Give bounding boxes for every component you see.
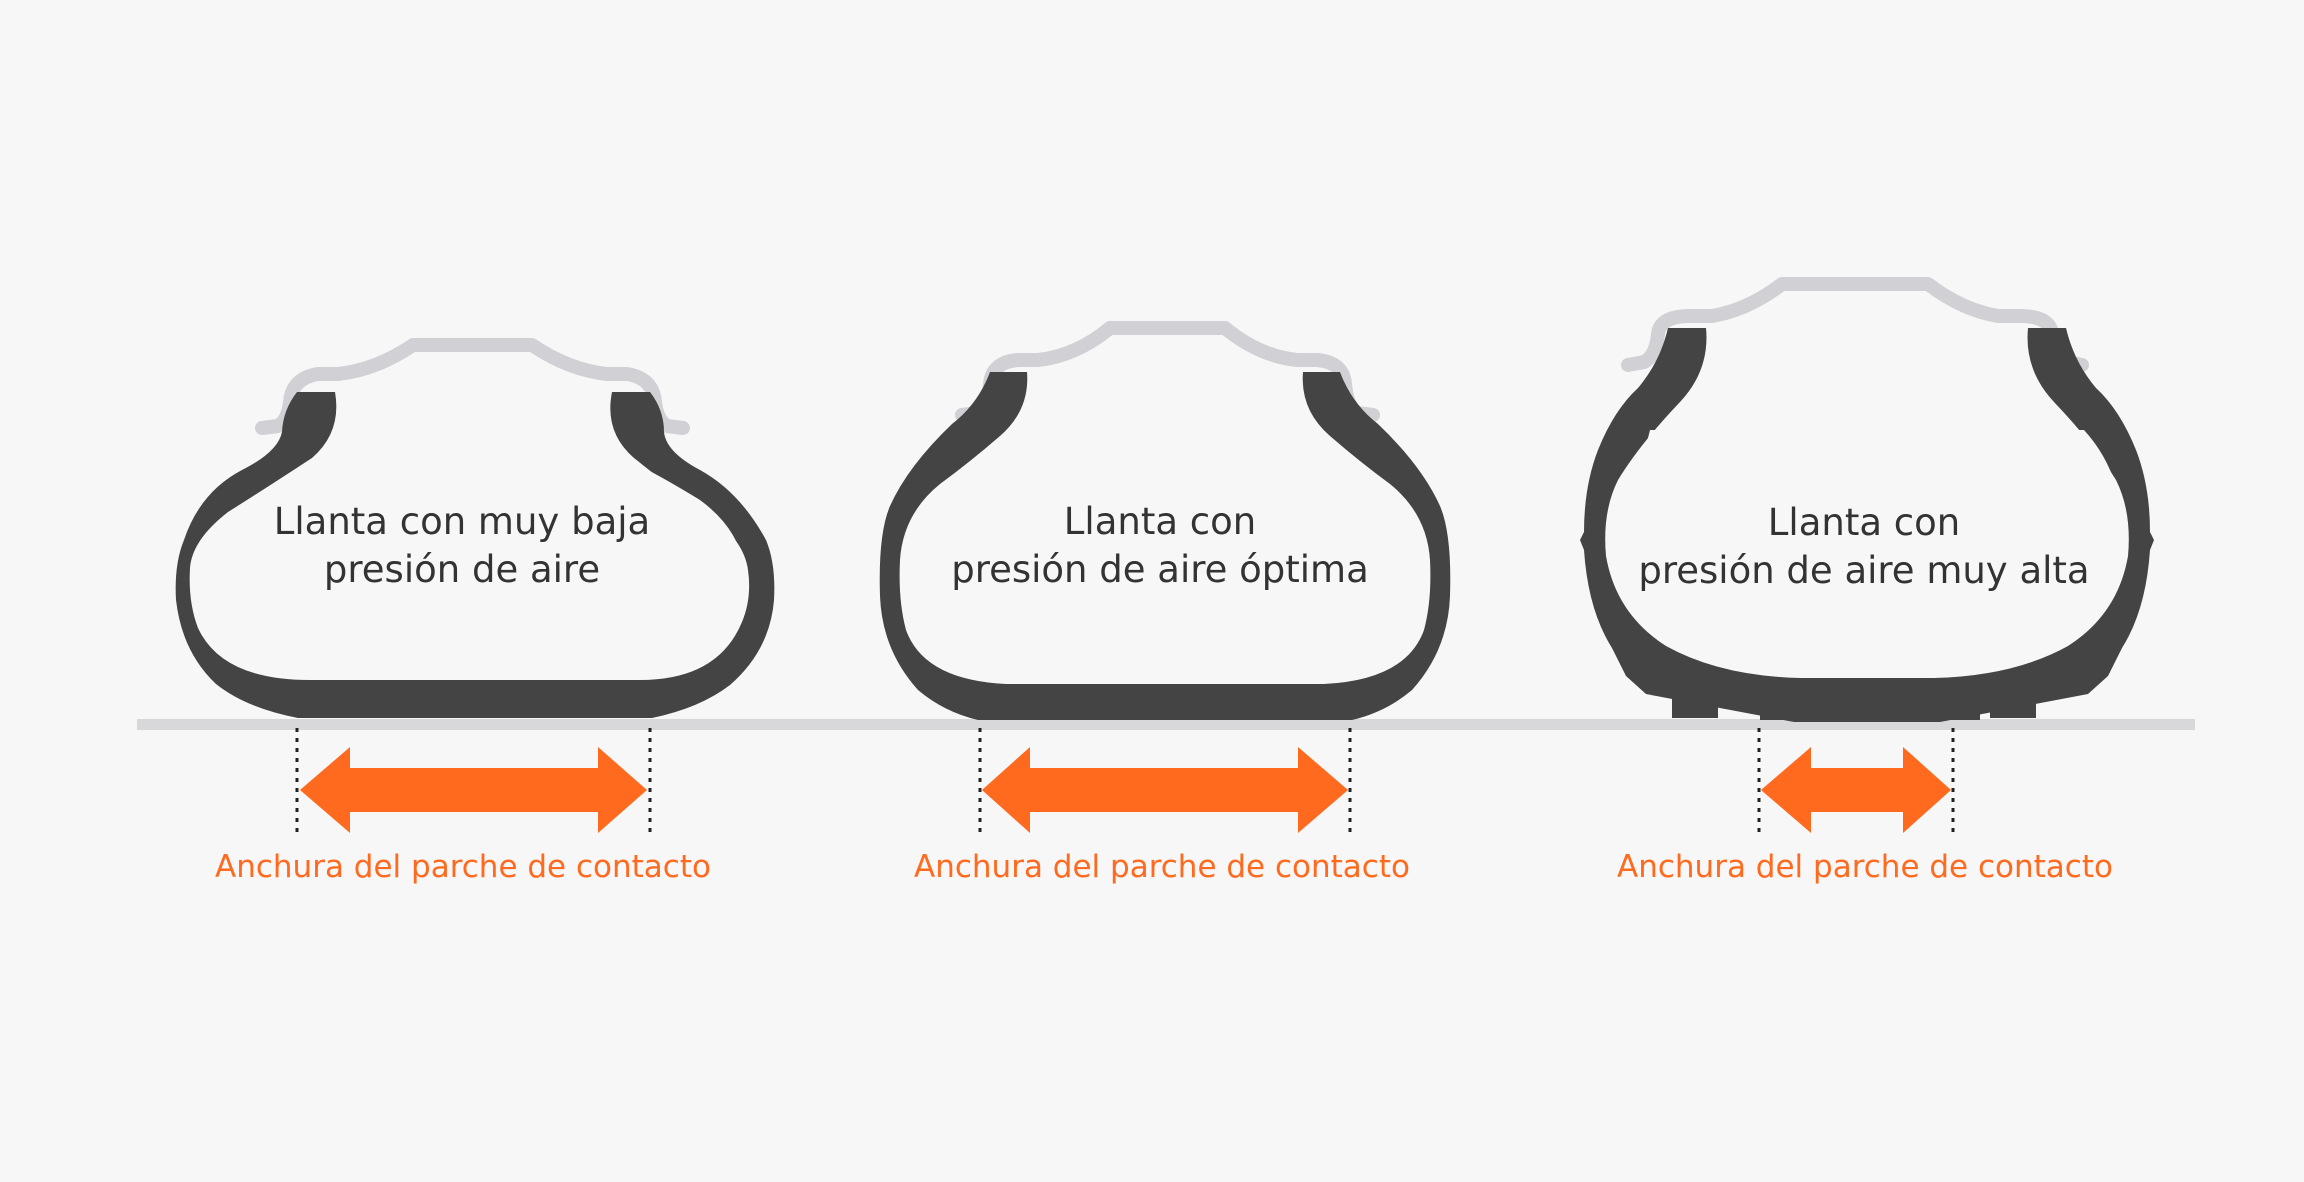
tire-high-pressure: Llanta con presión de aire muy alta Anch…	[1580, 277, 2154, 885]
ground-line	[137, 719, 2195, 730]
contact-label-high: Anchura del parche de contacto	[1617, 849, 2113, 885]
double-arrow-icon	[982, 747, 1348, 833]
tire-body-low	[175, 392, 775, 718]
tire-inner-high	[1618, 430, 2119, 671]
double-arrow-icon	[300, 747, 647, 833]
tire-title-high-line2: presión de aire muy alta	[1638, 549, 2089, 592]
contact-label-low: Anchura del parche de contacto	[215, 849, 711, 885]
tread-low	[298, 700, 652, 718]
tread-high	[1672, 690, 2036, 720]
tread-optimal	[982, 700, 1348, 720]
tire-title-low-line1: Llanta con muy baja	[274, 500, 650, 543]
tire-inner-optimal	[913, 450, 1417, 678]
tire-title-high-line1: Llanta con	[1768, 501, 1960, 544]
double-arrow-icon	[1761, 747, 1951, 833]
tire-optimal-pressure: Llanta con presión de aire óptima Anchur…	[879, 321, 1451, 885]
tire-inner-low	[202, 466, 746, 678]
tire-body-optimal	[879, 372, 1451, 720]
contact-label-optimal: Anchura del parche de contacto	[914, 849, 1410, 885]
tire-title-optimal-line1: Llanta con	[1064, 500, 1256, 543]
tire-title-optimal-line2: presión de aire óptima	[951, 548, 1369, 591]
tire-title-low-line2: presión de aire	[324, 548, 600, 591]
tire-low-pressure: Llanta con muy baja presión de aire Anch…	[175, 338, 775, 885]
tire-body-high	[1580, 328, 2154, 722]
